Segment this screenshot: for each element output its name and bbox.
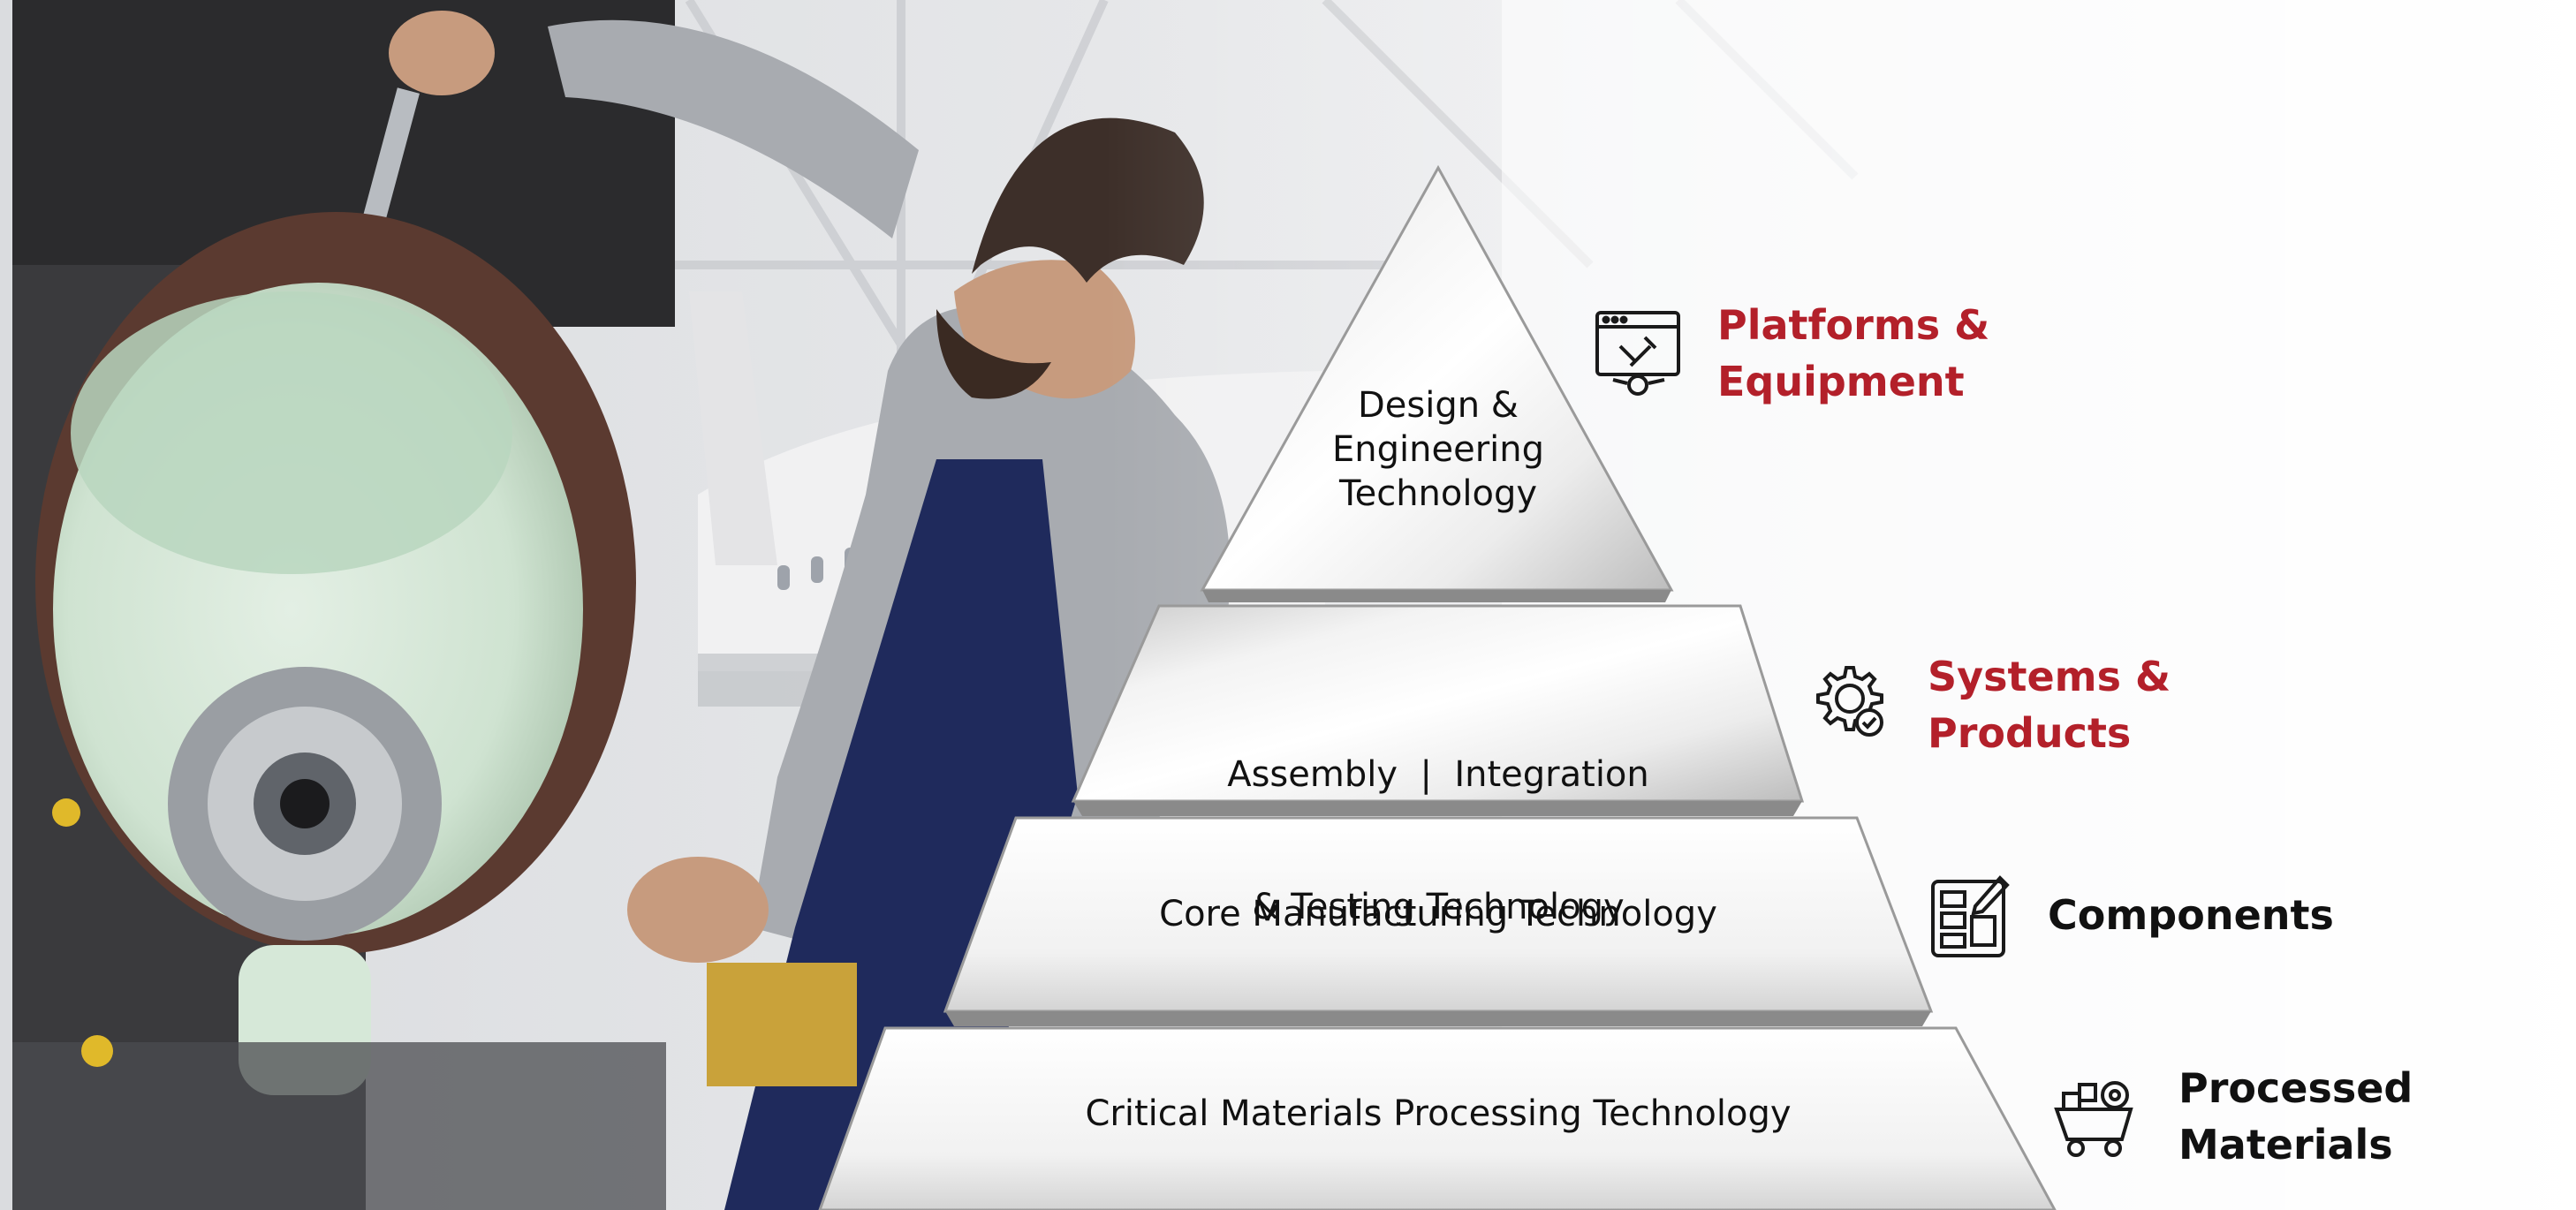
- tier-4-label-line-1: Critical Materials Processing Technology: [1085, 1093, 1792, 1134]
- tier-2-label-line-2: & Testing Technology: [1252, 887, 1625, 927]
- tier-1-label-line-3: Technology: [1338, 473, 1538, 514]
- tier-1-label-line-2: Engineering: [1332, 429, 1544, 470]
- output-2-line-2: Products: [1928, 709, 2132, 757]
- output-1-line-1: Platforms &: [1717, 301, 1990, 349]
- output-components: Components: [2048, 887, 2334, 943]
- pyramid-tier-4-shape: [818, 1026, 2057, 1210]
- pyramid: [818, 164, 2057, 1210]
- output-platforms-equipment: Platforms & Equipment: [1717, 297, 1989, 410]
- output-systems-products: Systems & Products: [1928, 648, 2171, 761]
- tier-3-label: Core Manufacturing Technology: [1041, 892, 1836, 936]
- tier-1-label: Design & Engineering Technology: [1306, 383, 1571, 516]
- output-1-line-2: Equipment: [1717, 358, 1965, 405]
- platform-tools-icon: [1595, 311, 1680, 396]
- output-processed-materials: Processed Materials: [2178, 1060, 2413, 1173]
- circuit-board-icon: [1931, 875, 2010, 957]
- output-2-line-1: Systems &: [1928, 653, 2171, 700]
- tier-3-label-line-1: Core Manufacturing Technology: [1159, 894, 1717, 934]
- ore-cart-icon: [2054, 1081, 2133, 1157]
- tier-1-label-line-1: Design &: [1357, 385, 1519, 426]
- output-3-line-1: Components: [2048, 891, 2334, 939]
- tier-4-label: Critical Materials Processing Technology: [952, 1092, 1924, 1136]
- output-4-line-1: Processed: [2178, 1064, 2413, 1112]
- tier-2-label-line-1: Assembly | Integration: [1227, 754, 1649, 795]
- tier-2-label: Assembly | Integration & Testing Technol…: [1173, 664, 1703, 1017]
- gear-check-icon: [1816, 666, 1883, 737]
- output-4-line-2: Materials: [2178, 1121, 2393, 1168]
